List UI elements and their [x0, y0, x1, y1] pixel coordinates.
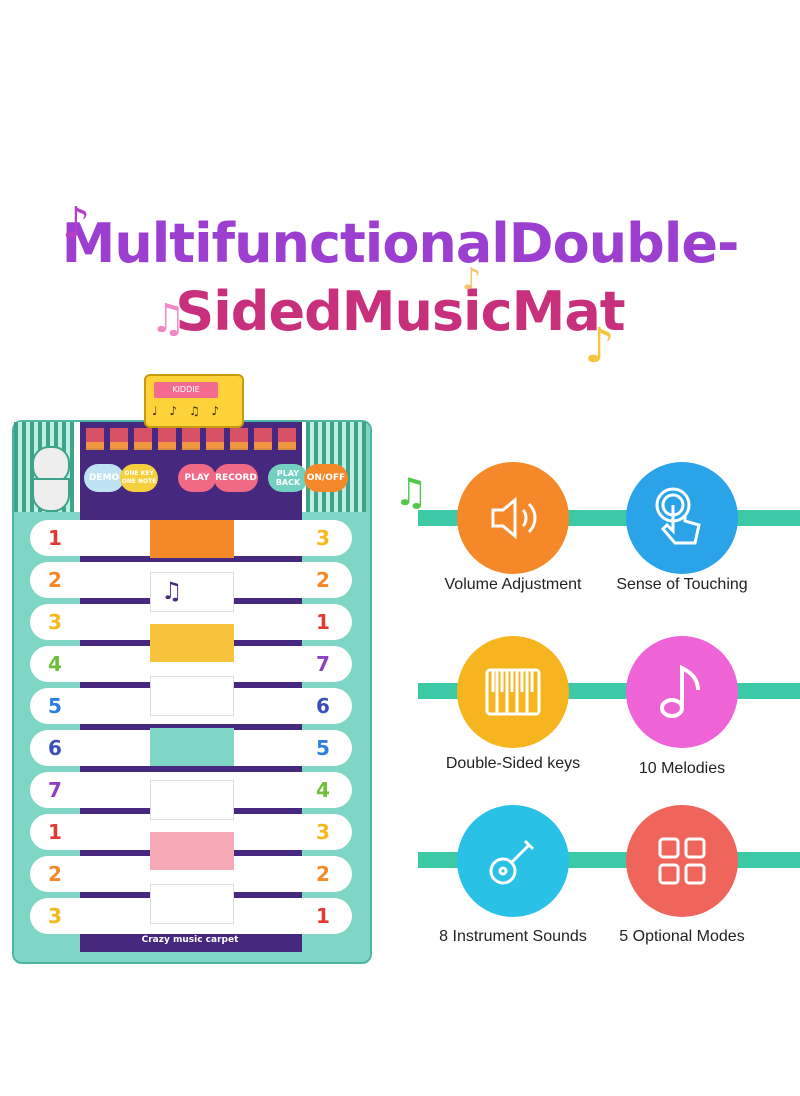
key-number-left: 6 — [48, 736, 62, 760]
key-number-left: 2 — [48, 862, 62, 886]
key-number-right: 2 — [316, 862, 330, 886]
music-note-icon — [660, 664, 700, 718]
clarinet-instrument-tile — [150, 624, 234, 662]
recorder-instrument-tile — [150, 520, 234, 558]
feature-label-melodies: 10 Melodies — [638, 760, 726, 777]
one-key-one-note-button: ONE KEY ONE NOTE — [120, 464, 158, 492]
key-number-right: 6 — [316, 694, 330, 718]
key-number-right: 2 — [316, 568, 330, 592]
play-button: PLAY — [178, 464, 216, 492]
feature-label-touching: Sense of Touching — [616, 576, 748, 593]
key-number-left: 2 — [48, 568, 62, 592]
title-line-1: MultifunctionalDouble- — [61, 212, 740, 275]
title-line-2: SidedMusicMat — [175, 280, 625, 343]
accordion-instrument-tile — [150, 780, 234, 820]
key-number-left: 4 — [48, 652, 62, 676]
double-sided-keys-feature — [457, 636, 569, 748]
music-note-icon: ♪ — [62, 198, 91, 249]
key-number-right: 3 — [316, 526, 330, 550]
key-number-left: 3 — [48, 610, 62, 634]
eight-instrument-sounds-feature — [457, 805, 569, 917]
guitar-instrument-tile: ♫ — [150, 572, 234, 612]
key-number-right: 3 — [316, 820, 330, 844]
mat-color-tiles — [86, 442, 296, 450]
ten-melodies-feature — [626, 636, 738, 748]
key-number-left: 7 — [48, 778, 62, 802]
guitar-icon — [489, 839, 535, 885]
key-number-right: 4 — [316, 778, 330, 802]
feature-label-modes: 5 Optional Modes — [619, 928, 745, 945]
mat-caption: Crazy music carpet — [141, 935, 239, 945]
mat-side-button-lower — [32, 478, 70, 512]
on-off-button: ON/OFF — [304, 464, 348, 492]
modes-grid-icon — [658, 837, 706, 885]
music-note-icon: ♪ — [462, 262, 482, 297]
touch-hand-icon — [655, 487, 701, 545]
piano-instrument-tile — [150, 884, 234, 924]
demo-button: DEMO — [84, 464, 124, 492]
mat-speaker-box: KIDDIE ♩ ♪ ♫ ♪ — [144, 374, 244, 428]
key-number-right: 1 — [316, 610, 330, 634]
xylophone-instrument-tile — [150, 676, 234, 716]
key-number-left: 3 — [48, 904, 62, 928]
music-note-icon: ♫ — [394, 470, 429, 514]
speaker-note-icons: ♩ ♪ ♫ ♪ — [152, 404, 224, 418]
key-number-right: 7 — [316, 652, 330, 676]
speaker-brand-label: KIDDIE — [154, 382, 218, 398]
music-note-icon: ♪ — [584, 318, 615, 374]
play-back-button: PLAY BACK — [268, 464, 308, 492]
feature-label-instruments: 8 Instrument Sounds — [439, 928, 587, 945]
feature-label-volume: Volume Adjustment — [444, 576, 582, 593]
key-number-right: 1 — [316, 904, 330, 928]
feature-label-keys: Double-Sided keys — [445, 755, 581, 772]
record-button: RECORD — [214, 464, 258, 492]
volume-adjustment-feature — [457, 462, 569, 574]
keyboard-icon — [485, 668, 541, 716]
key-number-left: 1 — [48, 820, 62, 844]
sense-of-touching-feature — [626, 462, 738, 574]
music-note-icon: ♫ — [150, 296, 186, 342]
key-number-left: 1 — [48, 526, 62, 550]
key-number-left: 5 — [48, 694, 62, 718]
trumpet-instrument-tile — [150, 728, 234, 766]
five-optional-modes-feature — [626, 805, 738, 917]
speaker-icon — [491, 496, 537, 540]
violin-instrument-tile — [150, 832, 234, 870]
key-number-right: 5 — [316, 736, 330, 760]
